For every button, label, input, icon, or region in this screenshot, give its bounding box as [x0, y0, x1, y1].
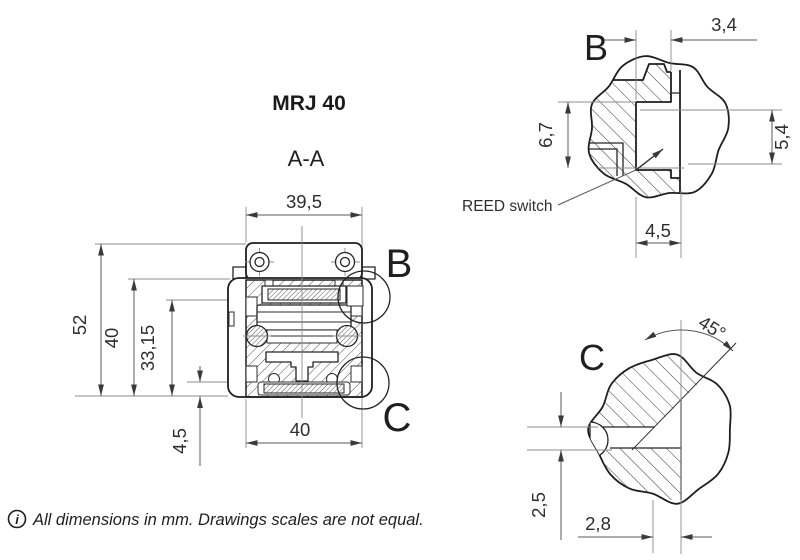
dim-body-height: 40 [101, 328, 122, 349]
main-marker-c: C [383, 396, 412, 440]
main-marker-b: B [386, 242, 413, 286]
main-section-view: MRJ 40 A-A [69, 92, 412, 466]
dim-slot-width-top: 3,4 [711, 14, 737, 35]
dim-bracket-width: 39,5 [286, 191, 322, 212]
info-icon [7, 509, 27, 529]
angle-arc [644, 329, 734, 352]
detail-b-label: B [584, 27, 608, 68]
screw-left-icon [249, 251, 270, 273]
housing-section [227, 228, 373, 418]
main-dimensions: 39,5 52 40 33,15 4,5 40 [69, 191, 362, 466]
section-label: A-A [288, 146, 325, 171]
sensor-clamp-inner [588, 148, 618, 176]
detail-b-marker-circle [337, 270, 391, 324]
reed-switch-callout: REED switch [462, 198, 552, 215]
dim-base-offset: 4,5 [169, 428, 190, 454]
detail-c-view: C 45° 2,5 2,8 [527, 311, 737, 554]
footer-note-text: All dimensions in mm. Drawings scales ar… [32, 511, 424, 529]
dim-pocket-depth-right: 5,4 [771, 124, 792, 150]
dim-chamfer-angle: 45° [695, 311, 730, 344]
info-icon-glyph: i [15, 512, 19, 527]
screw-right-icon [334, 251, 356, 273]
mounting-bracket [232, 242, 376, 281]
detail-b-dimensions: 3,4 6,7 5,4 4,5 [535, 14, 792, 258]
dim-track-height: 33,15 [137, 325, 158, 371]
dim-chamfer-height: 2,5 [528, 492, 549, 518]
detail-b-view: REED switch B 3,4 6,7 5,4 4,5 [462, 14, 792, 258]
chamfer-line [631, 342, 737, 451]
sensor-clamp-outer [588, 142, 624, 176]
reed-pointer-arrow [635, 148, 664, 171]
dim-overall-height: 52 [69, 315, 90, 336]
detail-c-marker-circle [336, 356, 390, 410]
dim-pocket-depth-left: 6,7 [535, 122, 556, 148]
detail-c-label: C [579, 337, 605, 378]
dim-body-width: 40 [290, 419, 311, 440]
page-title: MRJ 40 [272, 92, 346, 115]
dim-slot-width-bottom: 4,5 [645, 220, 671, 241]
dim-chamfer-width: 2,8 [585, 513, 611, 534]
reed-leader-line [557, 169, 637, 206]
footer-note: i All dimensions in mm. Drawings scales … [7, 509, 424, 529]
